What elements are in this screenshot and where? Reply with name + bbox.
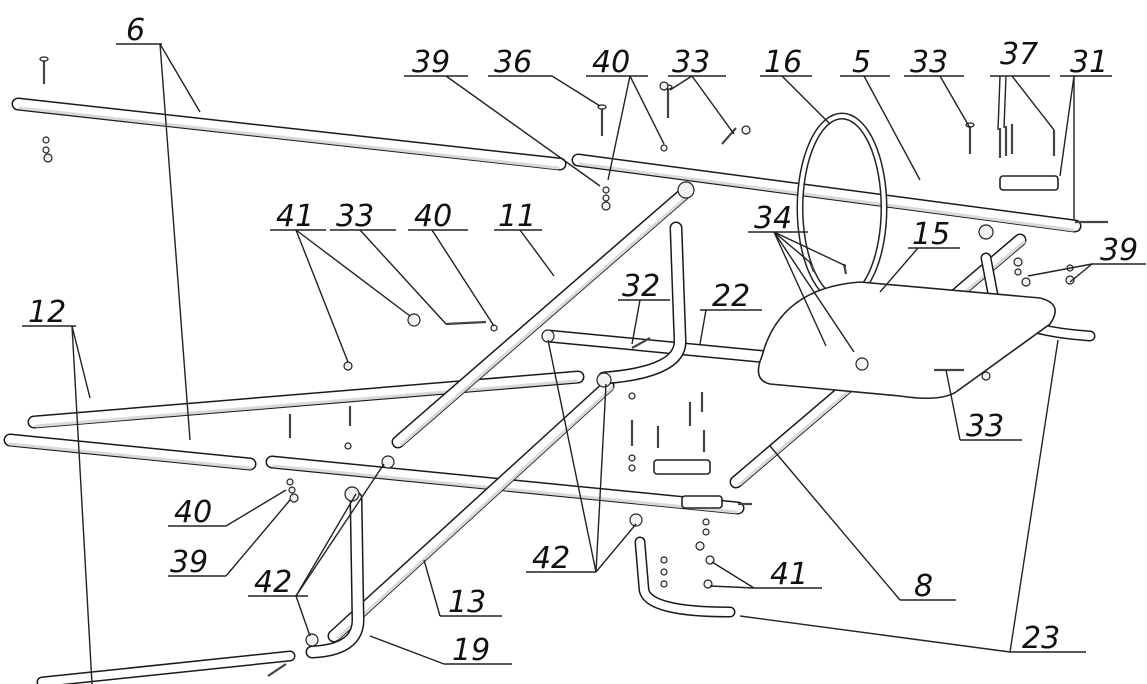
tube-part-11 — [391, 185, 693, 449]
callout-36: 36 — [494, 45, 532, 80]
bolt — [721, 127, 737, 145]
callout-11: 11 — [498, 199, 536, 234]
callout-5: 5 — [852, 45, 871, 80]
bolt — [445, 320, 487, 326]
bracket-upper-right — [999, 175, 1059, 191]
bolt — [631, 337, 651, 349]
joint — [305, 633, 319, 647]
joint — [596, 372, 612, 388]
callout-13: 13 — [448, 585, 486, 620]
bolt — [267, 663, 287, 677]
tube-part-12-lower — [36, 650, 296, 684]
bracket-lower — [653, 459, 711, 475]
callout-40: 40 — [174, 495, 212, 530]
tube-part-6-upper — [11, 97, 567, 171]
callout-40: 40 — [414, 199, 452, 234]
callout-15: 15 — [912, 217, 950, 252]
callout-12: 12 — [28, 295, 66, 330]
callout-31: 31 — [1070, 45, 1108, 80]
nut-washer — [42, 81, 1075, 589]
callout-39: 39 — [170, 545, 208, 580]
callout-33: 33 — [672, 45, 710, 80]
callout-39: 39 — [412, 45, 450, 80]
callout-33: 33 — [966, 409, 1004, 444]
callout-32: 32 — [622, 269, 660, 304]
callout-16: 16 — [764, 45, 802, 80]
callout-23: 23 — [1022, 621, 1060, 656]
callout-42: 42 — [254, 565, 292, 600]
bracket-mid — [681, 495, 723, 509]
callout-39: 39 — [1100, 233, 1138, 268]
joint — [344, 486, 360, 502]
callout-41: 41 — [770, 557, 808, 592]
callout-labels: 6 39 36 40 33 16 5 33 37 31 41 33 40 11 … — [28, 13, 1138, 668]
callout-19: 19 — [452, 633, 490, 668]
bolt — [39, 56, 49, 84]
callout-22: 22 — [712, 279, 750, 314]
joint — [855, 357, 869, 371]
joint — [677, 181, 695, 199]
joint — [629, 513, 643, 527]
callout-37: 37 — [1000, 37, 1038, 72]
tube-part-19 — [305, 491, 365, 659]
tube-bent-upper — [597, 221, 687, 385]
joint — [381, 455, 395, 469]
callout-40: 40 — [592, 45, 630, 80]
callout-34: 34 — [754, 201, 792, 236]
bolt — [998, 124, 1014, 158]
callout-42: 42 — [532, 541, 570, 576]
joint — [978, 224, 994, 240]
callout-33: 33 — [336, 199, 374, 234]
leader-lines — [22, 43, 1146, 684]
callout-41: 41 — [276, 199, 314, 234]
callout-33: 33 — [910, 45, 948, 80]
bolt — [288, 406, 352, 438]
tube-part-5 — [571, 153, 1108, 233]
tube-part-23-lower — [634, 536, 736, 618]
callout-8: 8 — [914, 569, 933, 604]
tube-part-6-lower — [3, 433, 257, 471]
fasteners — [39, 56, 1075, 677]
callout-6: 6 — [126, 13, 145, 48]
tube-part-12 — [27, 370, 585, 429]
bolt — [597, 104, 607, 136]
seat-plate-part-15 — [757, 281, 1056, 400]
bolt — [630, 392, 706, 452]
